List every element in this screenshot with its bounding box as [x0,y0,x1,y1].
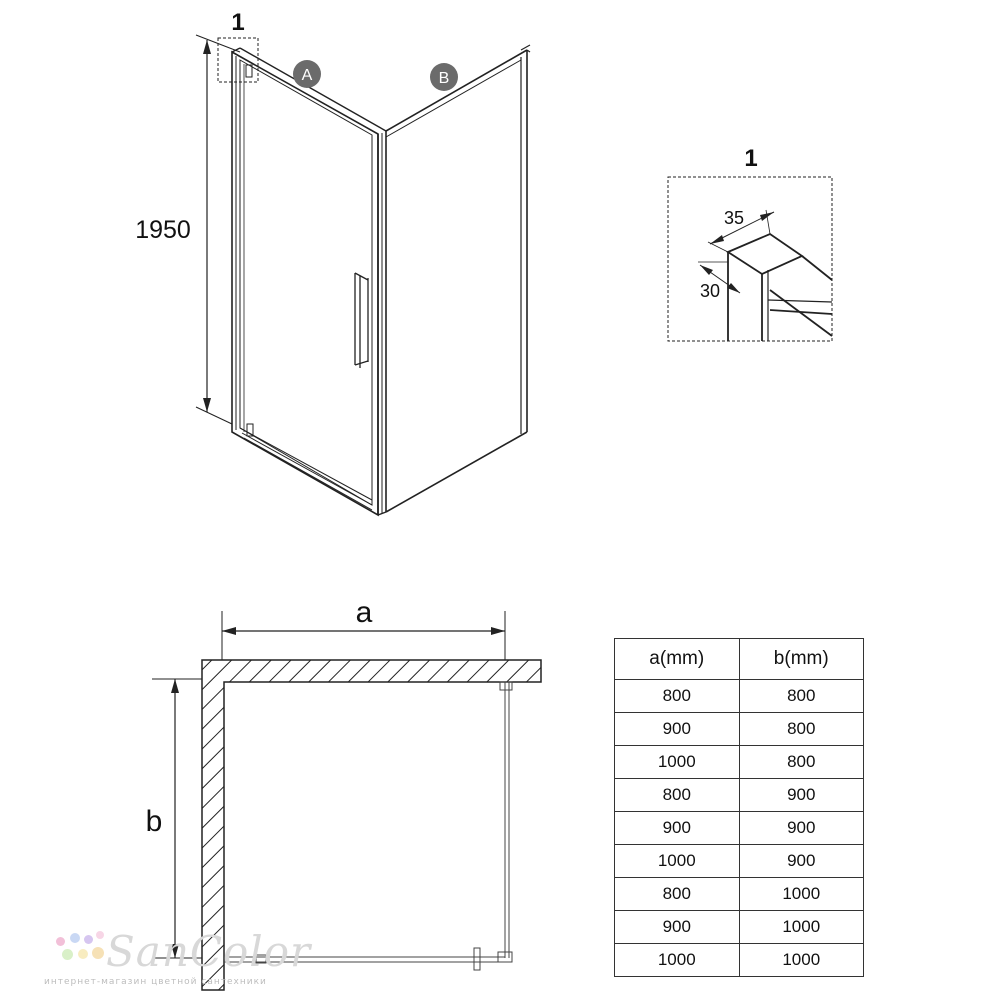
size-table-header-a: a(mm) [614,638,740,680]
table-cell-b: 800 [738,712,864,746]
watermark: SanColor интернет-магазин цветной сантех… [44,925,344,995]
watermark-dot-icon [84,935,93,944]
table-cell-b: 800 [738,745,864,779]
watermark-dot-icon [96,931,104,939]
detail-dim-width: 35 [724,208,744,228]
table-cell-b: 900 [738,811,864,845]
panel-b-badge: B [430,63,458,91]
svg-text:B: B [439,70,450,87]
table-cell-a: 900 [614,712,740,746]
watermark-brand: SanColor [106,927,312,976]
table-cell-a: 800 [614,877,740,911]
detail-dim-depth: 30 [700,281,720,301]
watermark-dot-icon [56,937,65,946]
height-label: 1950 [135,216,191,244]
plan-view [152,611,542,991]
table-cell-a: 1000 [614,844,740,878]
table-cell-a: 800 [614,778,740,812]
watermark-dot-icon [70,933,80,943]
table-cell-b: 1000 [738,877,864,911]
watermark-dot-icon [62,949,73,960]
table-cell-b: 900 [738,778,864,812]
table-cell-b: 1000 [738,943,864,977]
table-cell-b: 900 [738,844,864,878]
size-table-header-row: a(mm) b(mm) [614,638,864,680]
corner-post [377,131,387,516]
detail-marker-box [217,37,259,83]
panel-a-badge: A [293,60,321,88]
table-cell-a: 900 [614,811,740,845]
detail-view [667,176,833,342]
watermark-tagline: интернет-магазин цветной сантехники [44,977,267,987]
height-arrow-bottom [203,398,211,412]
table-cell-a: 1000 [614,745,740,779]
table-cell-b: 1000 [738,910,864,944]
table-cell-a: 900 [614,910,740,944]
table-cell-a: 1000 [614,943,740,977]
svg-text:A: A [302,67,313,84]
watermark-dot-icon [92,947,104,959]
door-panel-a [231,47,387,517]
front-view [195,34,531,517]
table-cell-a: 800 [614,679,740,713]
plan-label-b: b [146,805,163,838]
plan-label-a: a [356,596,373,629]
door-handle [354,272,369,368]
detail-title: 1 [744,145,757,172]
watermark-dot-icon [78,949,88,959]
height-arrow-top [203,40,211,54]
side-panel-b [385,44,531,513]
wall-top [201,659,542,991]
table-cell-b: 800 [738,679,864,713]
height-extension-bottom [195,406,233,425]
size-table-header-b: b(mm) [738,638,864,680]
detail-reference-number: 1 [231,9,244,36]
detail-frame [667,176,833,342]
